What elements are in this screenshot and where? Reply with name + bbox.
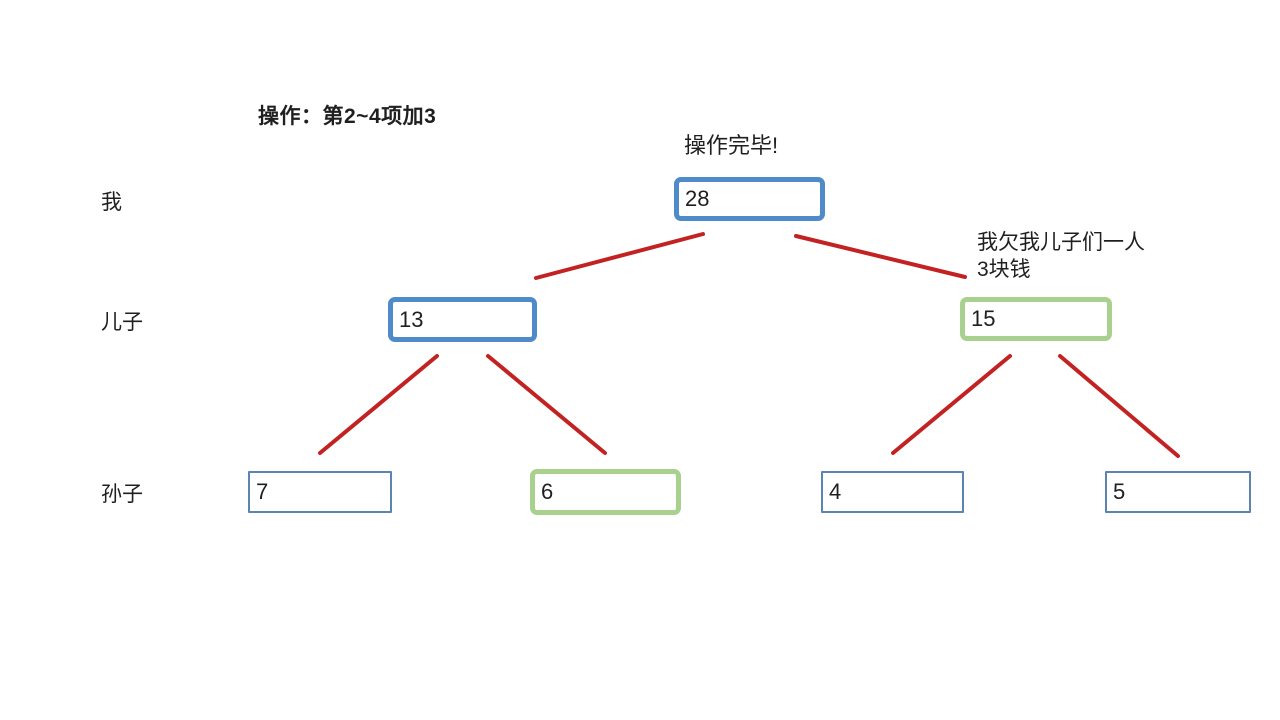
- tree-node-root: 28: [674, 177, 825, 221]
- tree-node-grandson-3: 4: [821, 471, 964, 513]
- tree-node-value: 13: [399, 306, 424, 332]
- tree-node-value: 15: [971, 306, 996, 331]
- row-label-me: 我: [101, 191, 122, 214]
- tree-node-grandson-2: 6: [530, 469, 681, 515]
- connector-leftson-to-gs2: [486, 354, 607, 455]
- connector-leftson-to-gs1: [318, 354, 439, 455]
- slide-title: 操作：第2~4项加3: [258, 105, 437, 128]
- tree-node-value: 7: [256, 479, 269, 504]
- tree-node-value: 6: [541, 479, 554, 504]
- connector-rightson-to-gs3: [891, 354, 1012, 455]
- connector-rightson-to-gs4: [1058, 354, 1180, 458]
- connector-root-to-left-son: [534, 232, 705, 280]
- tree-node-value: 5: [1113, 479, 1126, 504]
- tree-node-son-left: 13: [388, 297, 537, 342]
- tree-node-son-right: 15: [960, 297, 1112, 341]
- row-label-grandson: 孙子: [101, 483, 143, 506]
- tree-node-grandson-4: 5: [1105, 471, 1251, 513]
- tree-node-grandson-1: 7: [248, 471, 392, 513]
- lazy-debt-annotation: 我欠我儿子们一人3块钱: [977, 231, 1145, 281]
- connector-root-to-right-son: [794, 234, 967, 279]
- tree-node-value: 28: [685, 186, 710, 211]
- row-label-son: 儿子: [101, 311, 143, 334]
- status-note: 操作完毕!: [684, 133, 779, 158]
- tree-node-value: 4: [829, 479, 842, 504]
